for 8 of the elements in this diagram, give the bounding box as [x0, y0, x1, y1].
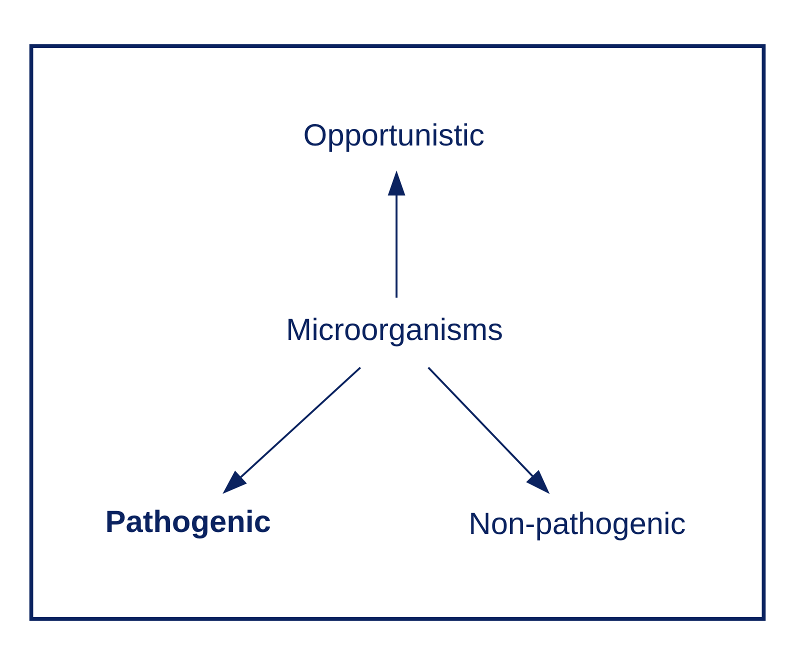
node-text: Pathogenic	[105, 504, 272, 540]
cluster	[29, 44, 766, 621]
arrow	[428, 366, 550, 494]
node-text: Non-pathogenic	[468, 506, 686, 541]
node-text: Opportunistic	[303, 118, 484, 153]
node-text: Microorganisms	[286, 312, 504, 347]
arrow	[388, 170, 406, 298]
arrow	[222, 366, 362, 494]
